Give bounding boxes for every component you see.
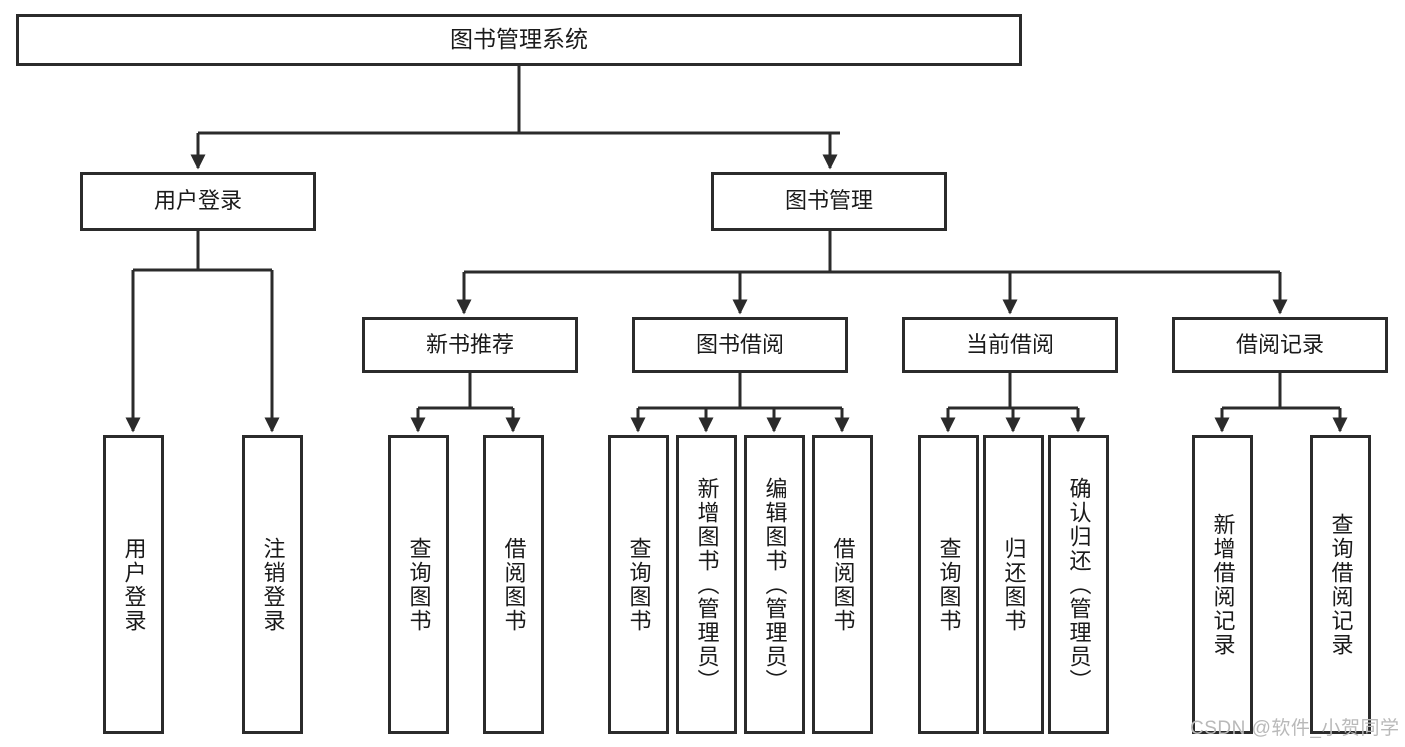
node-book-borrow[interactable]: 图书借阅 bbox=[632, 317, 848, 373]
node-label: 用户登录 bbox=[121, 536, 147, 633]
node-label: 编辑图书（管理员） bbox=[762, 476, 788, 693]
leaf-user-login-logout[interactable]: 注销登录 bbox=[242, 435, 303, 734]
leaf-user-login-login[interactable]: 用户登录 bbox=[103, 435, 164, 734]
leaf-new-book-borrow-book[interactable]: 借阅图书 bbox=[483, 435, 544, 734]
node-label: 查询图书 bbox=[626, 536, 652, 633]
node-label: 用户登录 bbox=[153, 188, 242, 214]
node-label: 借阅图书 bbox=[830, 536, 856, 633]
node-root-book-management-system[interactable]: 图书管理系统 bbox=[16, 14, 1022, 66]
node-current-borrow[interactable]: 当前借阅 bbox=[902, 317, 1118, 373]
node-label: 查询借阅记录 bbox=[1328, 512, 1354, 657]
leaf-current-borrow-query-book[interactable]: 查询图书 bbox=[918, 435, 979, 734]
leaf-book-borrow-add-book-admin[interactable]: 新增图书（管理员） bbox=[676, 435, 737, 734]
node-label: 图书借阅 bbox=[695, 331, 784, 357]
node-book-management[interactable]: 图书管理 bbox=[711, 172, 947, 231]
node-label: 注销登录 bbox=[260, 536, 286, 633]
node-label: 借阅图书 bbox=[501, 536, 527, 633]
node-label: 图书管理 bbox=[784, 188, 873, 214]
node-label: 新增图书（管理员） bbox=[694, 476, 720, 693]
csdn-watermark: CSDN @软件_小贺同学 bbox=[1190, 718, 1400, 739]
node-user-login[interactable]: 用户登录 bbox=[80, 172, 316, 231]
leaf-book-borrow-borrow-book[interactable]: 借阅图书 bbox=[812, 435, 873, 734]
node-label: 当前借阅 bbox=[965, 331, 1054, 357]
leaf-new-book-query-book[interactable]: 查询图书 bbox=[388, 435, 449, 734]
leaf-borrow-record-query-record[interactable]: 查询借阅记录 bbox=[1310, 435, 1371, 734]
node-label: 归还图书 bbox=[1001, 536, 1027, 633]
node-label: 新书推荐 bbox=[425, 331, 514, 357]
node-label: 新增借阅记录 bbox=[1210, 512, 1236, 657]
leaf-current-borrow-confirm-return-admin[interactable]: 确认归还（管理员） bbox=[1048, 435, 1109, 734]
node-label: 查询图书 bbox=[936, 536, 962, 633]
leaf-book-borrow-edit-book-admin[interactable]: 编辑图书（管理员） bbox=[744, 435, 805, 734]
node-label: 确认归还（管理员） bbox=[1066, 476, 1092, 693]
node-borrow-record[interactable]: 借阅记录 bbox=[1172, 317, 1388, 373]
node-label: 查询图书 bbox=[406, 536, 432, 633]
leaf-borrow-record-add-record[interactable]: 新增借阅记录 bbox=[1192, 435, 1253, 734]
leaf-current-borrow-return-book[interactable]: 归还图书 bbox=[983, 435, 1044, 734]
node-label: 图书管理系统 bbox=[450, 26, 588, 53]
node-new-book-recommend[interactable]: 新书推荐 bbox=[362, 317, 578, 373]
node-label: 借阅记录 bbox=[1235, 331, 1324, 357]
leaf-book-borrow-query-book[interactable]: 查询图书 bbox=[608, 435, 669, 734]
